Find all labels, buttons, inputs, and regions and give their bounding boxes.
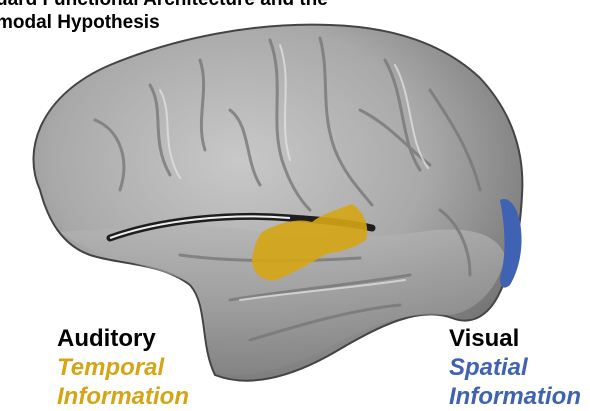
visual-label: Visual: [449, 324, 519, 353]
visual-info-word: Information: [449, 382, 581, 411]
auditory-info-type: Temporal: [57, 353, 164, 382]
visual-info-type: Spatial: [449, 353, 528, 382]
auditory-info-word: Information: [57, 382, 189, 411]
auditory-label: Auditory: [57, 324, 156, 353]
